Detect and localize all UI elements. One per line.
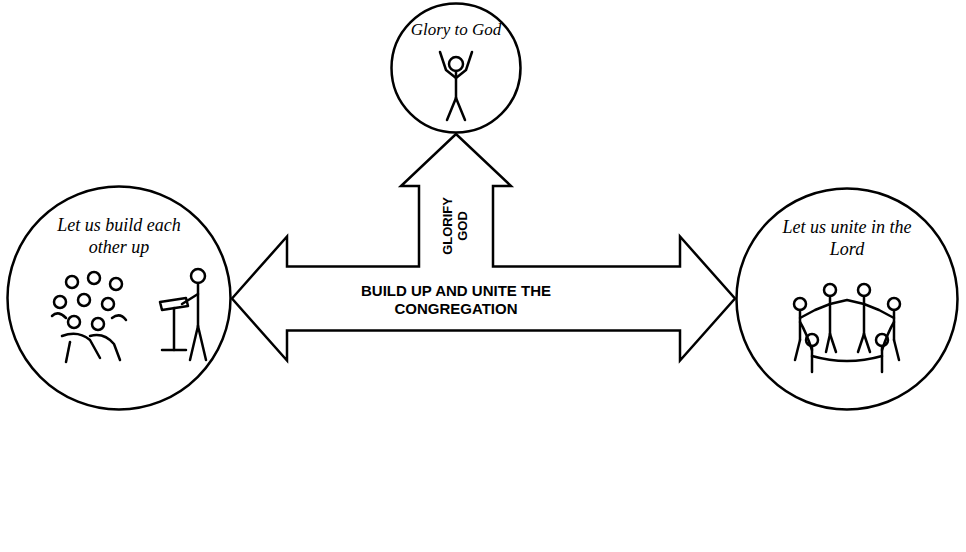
congregation-figures bbox=[52, 272, 126, 362]
united-figures bbox=[794, 284, 900, 372]
arrow-label: GLORIFY GOD bbox=[441, 191, 471, 261]
circle-outline bbox=[8, 187, 231, 410]
circle-outline bbox=[737, 189, 958, 410]
preacher-figure bbox=[182, 269, 206, 360]
lectern bbox=[160, 298, 188, 350]
circle-node: Let us unite in the Lord bbox=[735, 187, 959, 411]
circle-heading: Let us build each other up bbox=[44, 215, 194, 258]
circle-node: Let us build each other up bbox=[6, 185, 232, 411]
circle-heading: Glory to God bbox=[401, 20, 511, 40]
circle-node: Glory to God bbox=[390, 2, 522, 134]
praising-figure bbox=[440, 52, 472, 120]
block-arrow bbox=[232, 134, 735, 361]
circle-outline bbox=[392, 4, 521, 133]
circle-heading: Let us unite in the Lord bbox=[781, 217, 913, 260]
arrow-label: BUILD UP AND UNITE THE CONGREGATION bbox=[356, 282, 556, 318]
